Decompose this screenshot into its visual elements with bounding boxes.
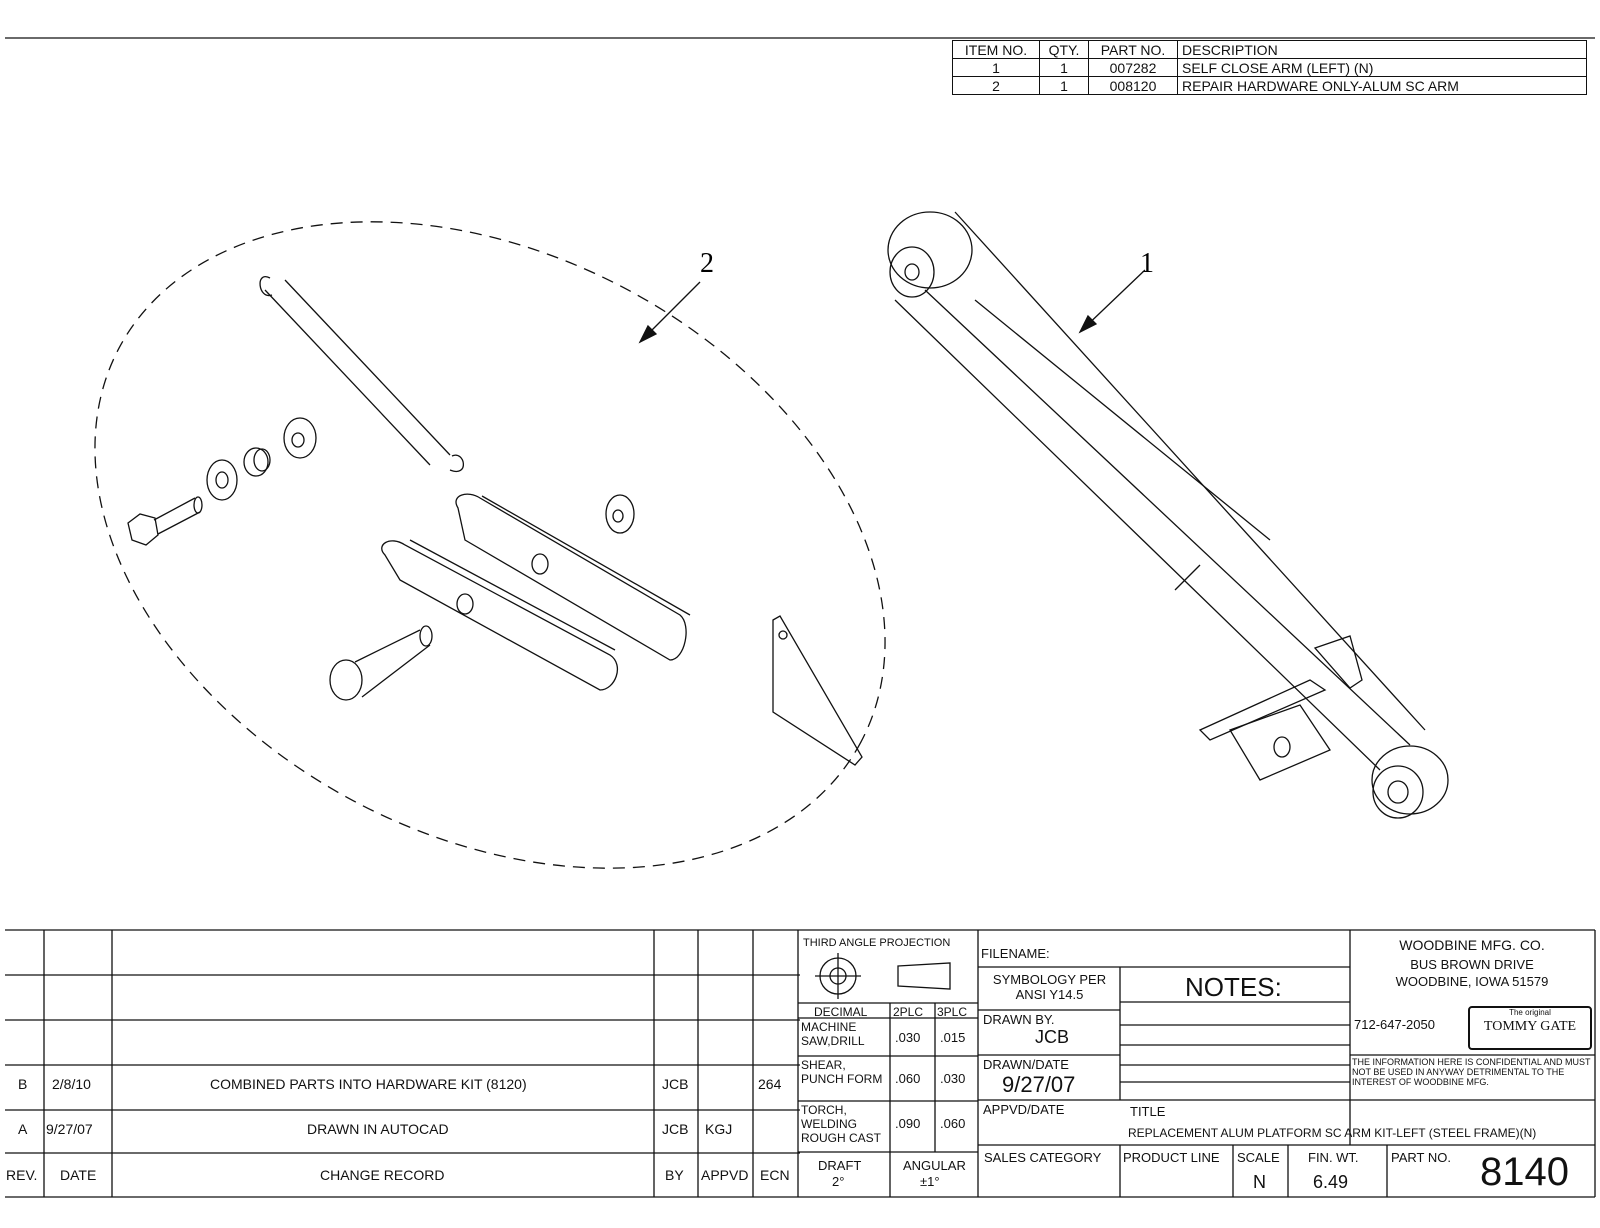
date-header: DATE bbox=[60, 1167, 97, 1183]
weight-value: 6.49 bbox=[1313, 1172, 1349, 1192]
approved-date-label: APPVD/DATE bbox=[983, 1102, 1065, 1117]
logo-tagline: The original bbox=[1509, 1008, 1551, 1017]
by-cell: JCB bbox=[662, 1076, 689, 1092]
drawn-by-label: DRAWN BY. bbox=[983, 1012, 1055, 1027]
title-label: TITLE bbox=[1130, 1104, 1166, 1119]
bom-row: 2 1 008120 REPAIR HARDWARE ONLY-ALUM SC … bbox=[952, 76, 1587, 95]
change-header: CHANGE RECORD bbox=[320, 1167, 445, 1183]
rev-cell: B bbox=[18, 1076, 28, 1092]
flange-nut-drawing bbox=[283, 417, 635, 534]
title-block-grid bbox=[5, 929, 1596, 1198]
spring-drawing bbox=[259, 275, 464, 473]
tolerance-value: .060 bbox=[940, 1116, 966, 1131]
bom-cell: 2 bbox=[952, 76, 1040, 95]
date-cell: 9/27/07 bbox=[46, 1121, 93, 1137]
tolerance-row-label: MACHINE SAW,DRILL bbox=[801, 1020, 865, 1048]
draft-label: DRAFT bbox=[818, 1158, 862, 1173]
drawn-date-value: 9/27/07 bbox=[1002, 1072, 1076, 1097]
company-city: WOODBINE, IOWA 51579 bbox=[1395, 974, 1549, 989]
ecn-header: ECN bbox=[760, 1167, 790, 1183]
tolerance-row-label: SHEAR, PUNCH FORM bbox=[801, 1058, 883, 1086]
tolerance-value: .015 bbox=[940, 1030, 966, 1045]
sales-category-label: SALES CATEGORY bbox=[984, 1150, 1102, 1165]
hardware-kit-boundary bbox=[94, 221, 886, 869]
decimal-header: DECIMAL bbox=[814, 1005, 868, 1019]
product-line-label: PRODUCT LINE bbox=[1123, 1150, 1220, 1165]
tolerance-value: .030 bbox=[940, 1071, 966, 1086]
confidentiality-notice: THE INFORMATION HERE IS CONFIDENTIAL AND… bbox=[1352, 1057, 1591, 1087]
angular-label: ANGULAR bbox=[903, 1158, 966, 1173]
bom-cell: REPAIR HARDWARE ONLY-ALUM SC ARM bbox=[1177, 76, 1587, 95]
callout-2: 2 bbox=[700, 248, 714, 279]
bom-header-row: ITEM NO. QTY. PART NO. DESCRIPTION bbox=[952, 40, 1587, 59]
link-plate-drawing bbox=[381, 493, 691, 691]
bom-cell: 1 bbox=[1039, 76, 1089, 95]
projection-label: THIRD ANGLE PROJECTION bbox=[803, 937, 951, 949]
change-cell: COMBINED PARTS INTO HARDWARE KIT (8120) bbox=[210, 1076, 527, 1092]
tolerance-value: .030 bbox=[895, 1030, 921, 1045]
self-close-arm-drawing bbox=[887, 211, 1449, 819]
rev-header: REV. bbox=[6, 1167, 38, 1183]
shoulder-bolt-drawing bbox=[329, 625, 433, 701]
draft-value: 2° bbox=[832, 1174, 845, 1189]
rev-cell: A bbox=[18, 1121, 28, 1137]
drawing-title: REPLACEMENT ALUM PLATFORM SC ARM KIT-LEF… bbox=[1128, 1126, 1537, 1140]
washer-drawing bbox=[206, 459, 238, 501]
ecn-cell: 264 bbox=[758, 1076, 782, 1092]
company-street: BUS BROWN DRIVE bbox=[1410, 957, 1534, 972]
callout-1: 1 bbox=[1140, 248, 1154, 279]
weight-label: FIN. WT. bbox=[1308, 1150, 1359, 1165]
change-cell: DRAWN IN AUTOCAD bbox=[307, 1121, 449, 1137]
scale-label: SCALE bbox=[1237, 1150, 1280, 1165]
by-cell: JCB bbox=[662, 1121, 689, 1137]
three-place-header: 3PLC bbox=[937, 1005, 968, 1019]
two-place-header: 2PLC bbox=[893, 1005, 924, 1019]
part-number-value: 8140 bbox=[1480, 1150, 1569, 1194]
symbology-label: SYMBOLOGY PER ANSI Y14.5 bbox=[992, 972, 1107, 1002]
logo-text: TOMMY GATE bbox=[1483, 1019, 1577, 1034]
bom-table: ITEM NO. QTY. PART NO. DESCRIPTION 1 1 0… bbox=[952, 40, 1587, 95]
gusset-drawing bbox=[772, 615, 863, 766]
company-phone: 712-647-2050 bbox=[1354, 1017, 1435, 1032]
notes-label: NOTES: bbox=[1185, 972, 1282, 1002]
tolerance-row-label: TORCH, WELDING ROUGH CAST bbox=[801, 1103, 882, 1145]
spacer-drawing bbox=[243, 447, 271, 477]
date-cell: 2/8/10 bbox=[52, 1076, 91, 1092]
angular-value: ±1° bbox=[920, 1174, 940, 1189]
hex-bolt-drawing bbox=[127, 496, 203, 546]
drawn-by-value: JCB bbox=[1035, 1027, 1070, 1047]
tolerance-value: .090 bbox=[895, 1116, 921, 1131]
filename-label: FILENAME: bbox=[981, 946, 1050, 961]
tommy-gate-logo: The original TOMMY GATE bbox=[1468, 1006, 1592, 1050]
scale-value: N bbox=[1253, 1172, 1266, 1192]
part-number-label: PART NO. bbox=[1391, 1150, 1451, 1165]
by-header: BY bbox=[665, 1167, 684, 1183]
appvd-header: APPVD bbox=[701, 1167, 749, 1183]
drawn-date-label: DRAWN/DATE bbox=[983, 1057, 1069, 1072]
appvd-cell: KGJ bbox=[705, 1121, 733, 1137]
bom-cell: 008120 bbox=[1088, 76, 1178, 95]
company-name: WOODBINE MFG. CO. bbox=[1399, 937, 1545, 953]
tolerance-value: .060 bbox=[895, 1071, 921, 1086]
